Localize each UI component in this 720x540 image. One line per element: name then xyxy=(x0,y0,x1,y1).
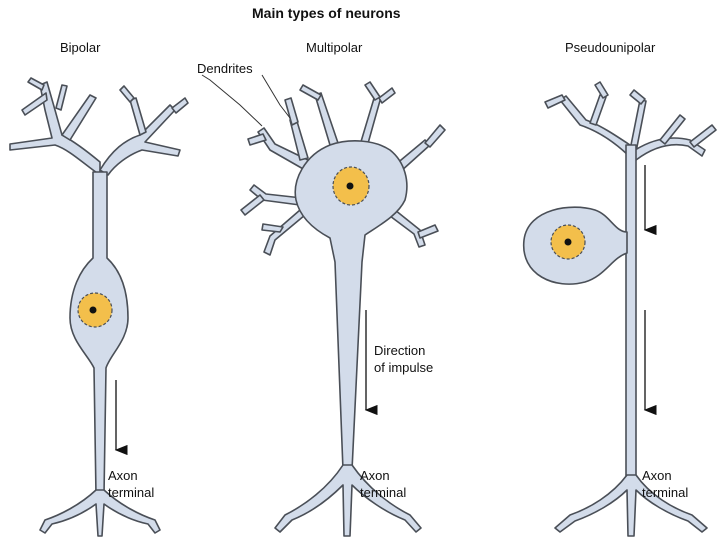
pseudounipolar-axon-label-line2: terminal xyxy=(642,485,689,500)
label-bipolar: Bipolar xyxy=(60,40,101,55)
dendrites-leader-line-2 xyxy=(261,74,291,119)
pseudounipolar-neuron xyxy=(523,81,717,537)
label-pseudounipolar: Pseudounipolar xyxy=(565,40,656,55)
multipolar-axon-label-line1: Axon xyxy=(360,468,390,483)
bipolar-dendrites xyxy=(9,77,189,176)
dendrites-leader-line-1 xyxy=(201,74,263,127)
label-multipolar: Multipolar xyxy=(306,40,363,55)
diagram-title: Main types of neurons xyxy=(252,5,401,21)
pseudounipolar-axon-label-line1: Axon xyxy=(642,468,672,483)
pseudounipolar-dendrites xyxy=(544,81,717,161)
label-direction-line2: of impulse xyxy=(374,360,434,375)
bipolar-axon-label-line1: Axon xyxy=(108,468,138,483)
multipolar-neuron xyxy=(201,74,446,537)
multipolar-axon-label-line2: terminal xyxy=(360,485,407,500)
label-dendrites: Dendrites xyxy=(197,61,253,76)
bipolar-neuron xyxy=(9,77,189,537)
label-direction-line1: Direction xyxy=(374,343,426,358)
bipolar-axon-label-line2: terminal xyxy=(108,485,155,500)
